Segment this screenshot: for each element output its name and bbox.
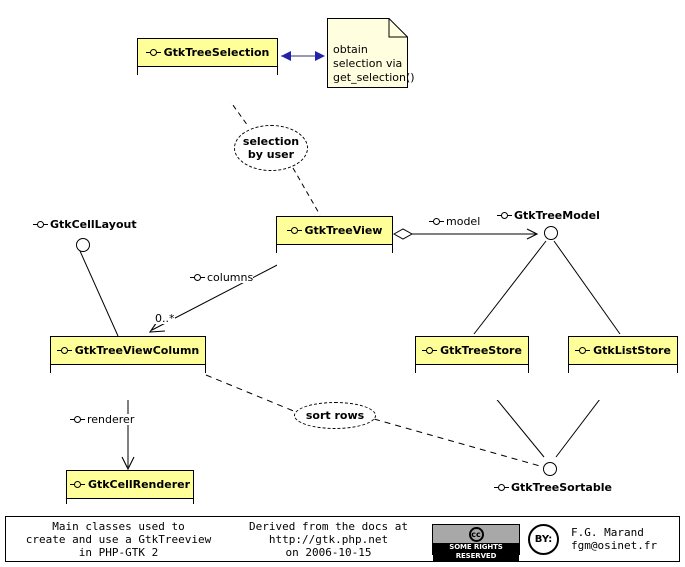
class-header: GtkTreeView [277, 217, 392, 245]
interface-name: GtkCellLayout [50, 218, 137, 231]
interface-lollipop-icon [494, 483, 509, 492]
class-name: GtkTreeSelection [163, 46, 270, 59]
class-header: GtkCellRenderer [67, 471, 193, 499]
class-name: GtkTreeViewColumn [74, 344, 200, 357]
footer-bar: Main classes used to create and use a Gt… [5, 516, 680, 562]
annotation-text: sort rows [305, 409, 365, 422]
attribution-by-icon: BY: [528, 523, 559, 555]
class-name: GtkListStore [593, 344, 671, 357]
class-name: GtkCellRenderer [87, 478, 191, 491]
interface-label-gtkcelllayout[interactable]: GtkCellLayout [33, 219, 137, 230]
interface-lollipop-icon [575, 346, 591, 355]
footer-author: F.G. Marand fgm@osinet.fr [571, 526, 658, 552]
interface-lollipop-icon [497, 211, 512, 220]
note-text: obtain selection via get_selection() [333, 43, 415, 84]
role-label-model: model [429, 215, 481, 228]
class-box-gtktreeview[interactable]: GtkTreeView [276, 216, 393, 280]
class-box-gtkliststore[interactable]: GtkListStore [568, 336, 678, 400]
class-attributes-compartment [51, 365, 205, 400]
class-attributes-compartment [569, 365, 677, 400]
annotation-text: selection by user [242, 135, 300, 161]
annotation-selection-by-user: selection by user [234, 125, 308, 171]
interface-lollipop-icon [56, 346, 72, 355]
creative-commons-badge[interactable]: cc SOME RIGHTS RESERVED [432, 523, 520, 561]
multiplicity-label-columns: 0..* [155, 312, 175, 325]
interface-lollipop-icon [286, 226, 302, 235]
interface-lollipop-icon [70, 415, 85, 424]
interface-ball-gtkcelllayout [76, 238, 90, 252]
interface-ball-gtktreemodel [544, 226, 558, 240]
interface-lollipop-icon [69, 480, 85, 489]
interface-lollipop-icon [429, 217, 444, 226]
footer-license-badges: cc SOME RIGHTS RESERVED BY: F.G. Marand … [426, 523, 658, 561]
interface-ball-gtktreesortable [543, 462, 557, 476]
class-name: GtkTreeView [304, 224, 383, 237]
class-name: GtkTreeStore [440, 344, 522, 357]
class-header: GtkTreeStore [416, 337, 528, 365]
role-label-columns: columns [190, 271, 254, 284]
note-obtain-selection[interactable]: obtain selection via get_selection() [327, 18, 415, 88]
interface-lollipop-icon [145, 48, 161, 57]
cc-caption: SOME RIGHTS RESERVED [433, 542, 519, 561]
role-text: renderer [87, 413, 135, 426]
role-text: columns [207, 271, 254, 284]
class-header: GtkListStore [569, 337, 677, 365]
interface-label-gtktreemodel[interactable]: GtkTreeModel [497, 210, 600, 221]
class-header: GtkTreeViewColumn [51, 337, 205, 365]
class-box-gtkcellrenderer[interactable]: GtkCellRenderer [66, 470, 194, 531]
interface-label-gtktreesortable[interactable]: GtkTreeSortable [494, 482, 612, 493]
class-attributes-compartment [416, 365, 528, 400]
footer-description: Main classes used to create and use a Gt… [25, 519, 212, 559]
footer-source: Derived from the docs at http://gtk.php.… [249, 519, 408, 559]
interface-lollipop-icon [33, 220, 48, 229]
interface-lollipop-icon [422, 346, 438, 355]
interface-name: GtkTreeSortable [511, 481, 612, 494]
class-attributes-compartment [138, 67, 277, 102]
role-label-renderer: renderer [70, 413, 135, 426]
note-shape [327, 18, 408, 88]
class-box-gtktreeviewcolumn[interactable]: GtkTreeViewColumn [50, 336, 206, 400]
interface-name: GtkTreeModel [514, 209, 600, 222]
annotation-sort-rows: sort rows [294, 402, 376, 429]
interface-lollipop-icon [190, 273, 205, 282]
class-header: GtkTreeSelection [138, 39, 277, 67]
class-box-gtktreestore[interactable]: GtkTreeStore [415, 336, 529, 400]
role-text: model [446, 215, 481, 228]
class-attributes-compartment [277, 245, 392, 280]
class-box-gtktreeselection[interactable]: GtkTreeSelection [137, 38, 278, 102]
cc-icon: cc [468, 526, 484, 542]
